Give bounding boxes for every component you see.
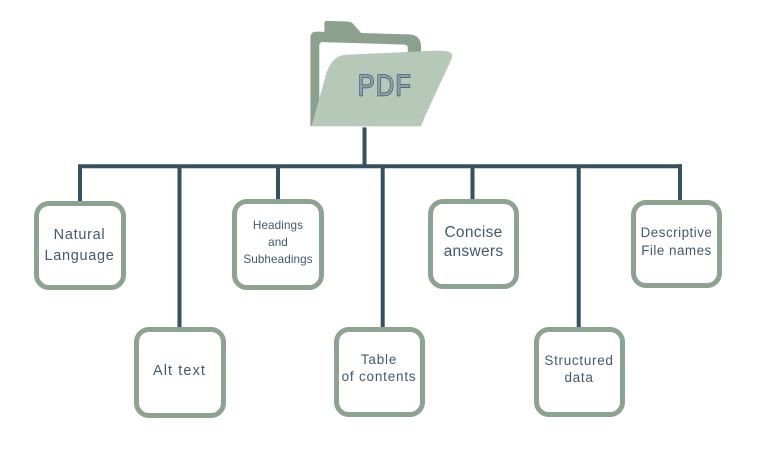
svg-text:PDF: PDF [358,68,412,102]
